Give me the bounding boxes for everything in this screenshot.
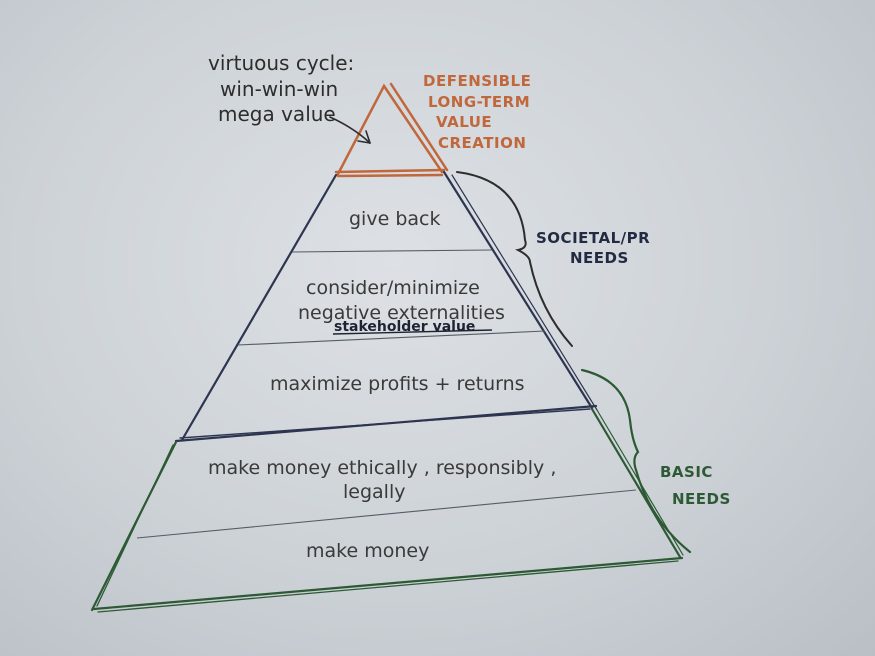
societal-needs-line-1: SOCIETAL/PR [536,229,650,247]
apex-label-line-2: LONG-TERM [428,93,530,111]
base-pyramid-outline [90,407,684,613]
note-line-2: win-win-win [220,77,338,101]
societal-needs-line-2: NEEDS [570,249,629,267]
arrow-to-apex [329,116,371,144]
layer-ethical-line-1: make money ethically , responsibly , [208,457,556,479]
societal-bracket [456,171,573,347]
note-line-3: mega value [218,102,336,126]
basic-needs-line-2: NEEDS [672,490,731,508]
layer-make-money: make money [306,540,429,562]
layer-ethical-line-2: legally [343,481,405,503]
base-layer-dividers [136,489,637,539]
basic-needs-line-1: BASIC [660,463,713,481]
apex-label-line-4: CREATION [438,134,526,152]
layer-externalities-line-1: consider/minimize [306,277,480,299]
layer-maximize-profits: maximize profits + returns [270,373,525,395]
stakeholder-underline [332,329,493,335]
apex-label-line-3: VALUE [436,113,492,131]
upper-pyramid-outline [174,170,598,443]
basic-bracket [580,368,692,554]
layer-give-back: give back [349,208,440,230]
apex-triangle [334,82,449,178]
note-line-1: virtuous cycle: [208,51,354,75]
layer-externalities-line-2: negative externalities [298,302,505,324]
upper-layer-dividers [237,249,546,346]
apex-label-line-1: DEFENSIBLE [423,72,531,90]
